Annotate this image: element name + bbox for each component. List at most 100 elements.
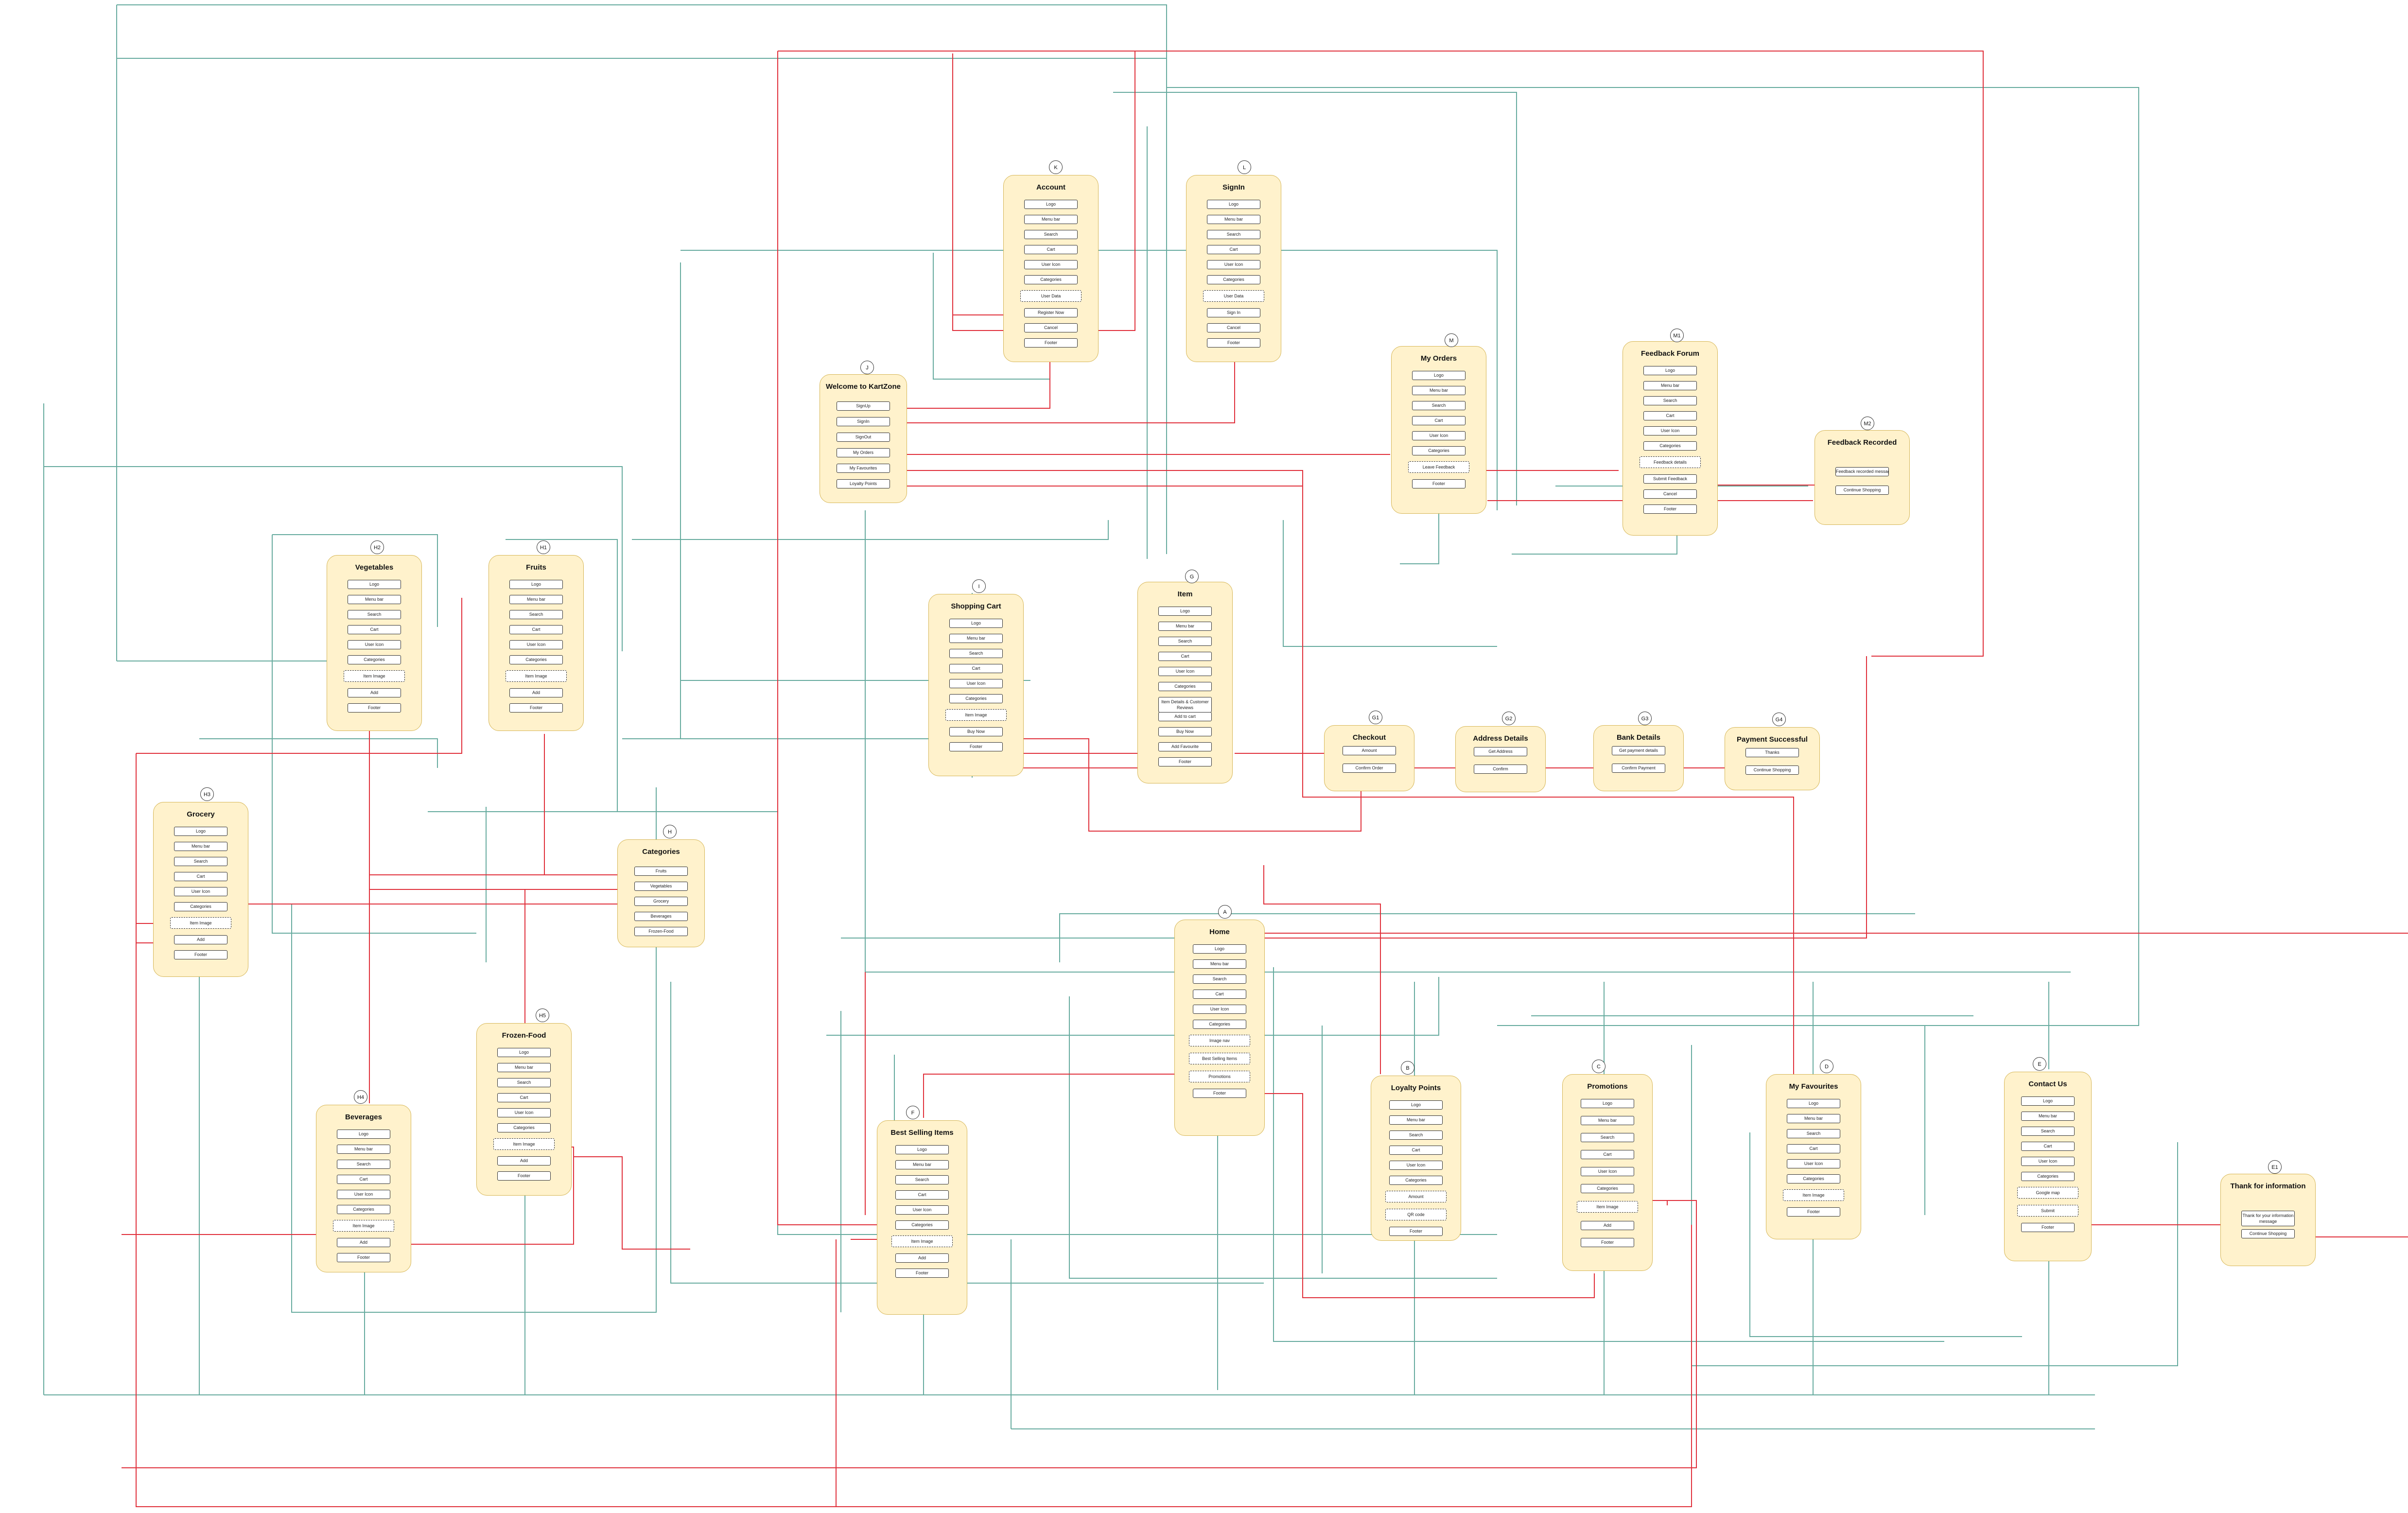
- field-user-icon: User Icon: [1158, 667, 1212, 676]
- field-amount: Amount: [1343, 746, 1396, 755]
- field-cart: Cart: [1193, 990, 1246, 999]
- field-user-icon: User Icon: [1581, 1167, 1634, 1176]
- field-item-image: Item Image: [506, 670, 567, 682]
- field-my-favourites: My Favourites: [837, 464, 890, 473]
- field-search: Search: [949, 649, 1003, 658]
- field-my-orders: My Orders: [837, 448, 890, 457]
- field-confirm-payment: Confirm Payment: [1612, 764, 1665, 773]
- field-footer: Footer: [1643, 504, 1697, 514]
- field-cart: Cart: [348, 625, 401, 634]
- field-cart: Cart: [949, 664, 1003, 673]
- card-title: Fruits: [526, 563, 546, 572]
- card-title: Account: [1036, 183, 1065, 191]
- field-logo: Logo: [348, 580, 401, 589]
- field-user-icon: User Icon: [1643, 426, 1697, 435]
- field-categories: Categories: [1158, 682, 1212, 691]
- field-cart: Cart: [509, 625, 563, 634]
- field-cart: Cart: [1581, 1150, 1634, 1159]
- field-footer: Footer: [895, 1269, 949, 1278]
- field-footer: Footer: [509, 703, 563, 713]
- node-id-circle: H4: [354, 1090, 367, 1104]
- field-search: Search: [337, 1160, 390, 1169]
- field-menu-bar: Menu bar: [174, 842, 227, 851]
- field-user-icon: User Icon: [497, 1108, 551, 1117]
- field-add: Add: [174, 935, 227, 944]
- field-menu-bar: Menu bar: [497, 1063, 551, 1072]
- field-qr-code: QR code: [1385, 1209, 1447, 1220]
- field-menu-bar: Menu bar: [1389, 1115, 1443, 1125]
- field-item-image: Item Image: [945, 709, 1007, 721]
- field-categories: Categories: [1581, 1184, 1634, 1193]
- field-cart: Cart: [337, 1175, 390, 1184]
- field-user-data: User Data: [1203, 290, 1264, 302]
- field-logo: Logo: [949, 619, 1003, 628]
- field-menu-bar: Menu bar: [895, 1160, 949, 1169]
- field-buy-now: Buy Now: [1158, 727, 1212, 736]
- field-get-payment-details: Get payment details: [1612, 746, 1665, 755]
- field-item-image: Item Image: [170, 917, 231, 929]
- field-add-to-cart: Add to cart: [1158, 712, 1212, 721]
- field-logo: Logo: [509, 580, 563, 589]
- field-footer: Footer: [1787, 1207, 1840, 1217]
- node-id-circle: M1: [1670, 329, 1684, 342]
- field-add: Add: [509, 688, 563, 697]
- field-cart: Cart: [497, 1093, 551, 1102]
- node-id-circle: H: [663, 825, 677, 838]
- node-id-circle: M: [1445, 333, 1458, 347]
- field-search: Search: [1024, 230, 1078, 239]
- node-id-circle: G: [1185, 570, 1199, 583]
- field-footer: Footer: [1412, 479, 1466, 488]
- node-id-circle: G2: [1502, 712, 1516, 725]
- field-best-selling-items: Best Selling Items: [1189, 1053, 1250, 1064]
- field-add: Add: [895, 1253, 949, 1263]
- node-id-circle: M2: [1861, 417, 1874, 430]
- field-categories: Categories: [1024, 275, 1078, 284]
- card-title: Thank for information: [2230, 1182, 2306, 1190]
- field-search: Search: [1207, 230, 1260, 239]
- node-id-circle: G3: [1638, 712, 1652, 725]
- node-id-circle: I: [972, 579, 986, 593]
- field-menu-bar: Menu bar: [1024, 215, 1078, 224]
- field-user-icon: User Icon: [1412, 431, 1466, 440]
- field-menu-bar: Menu bar: [1193, 959, 1246, 969]
- field-signin: SignIn: [837, 417, 890, 426]
- field-continue-shopping: Continue Shopping: [2241, 1229, 2295, 1238]
- node-id-circle: L: [1238, 160, 1251, 174]
- field-logo: Logo: [1643, 366, 1697, 375]
- node-id-circle: C: [1592, 1060, 1605, 1073]
- field-add: Add: [1581, 1221, 1634, 1230]
- card-title: SignIn: [1222, 183, 1245, 191]
- node-id-circle: H3: [200, 787, 214, 801]
- field-thanks: Thanks: [1745, 748, 1799, 757]
- node-id-circle: B: [1401, 1061, 1414, 1075]
- card-title: My Favourites: [1789, 1082, 1838, 1091]
- field-footer: Footer: [1024, 338, 1078, 348]
- field-search: Search: [1787, 1129, 1840, 1138]
- field-menu-bar: Menu bar: [1787, 1114, 1840, 1123]
- node-id-circle: J: [860, 361, 874, 374]
- field-signup: SignUp: [837, 401, 890, 411]
- field-cancel: Cancel: [1024, 323, 1078, 332]
- field-user-icon: User Icon: [1193, 1005, 1246, 1014]
- field-logo: Logo: [895, 1145, 949, 1154]
- card-title: Grocery: [187, 810, 215, 818]
- field-cancel: Cancel: [1643, 489, 1697, 499]
- field-confirm-order: Confirm Order: [1343, 764, 1396, 773]
- field-logo: Logo: [1787, 1099, 1840, 1108]
- field-search: Search: [174, 857, 227, 866]
- field-footer: Footer: [2021, 1223, 2075, 1232]
- field-user-icon: User Icon: [174, 887, 227, 896]
